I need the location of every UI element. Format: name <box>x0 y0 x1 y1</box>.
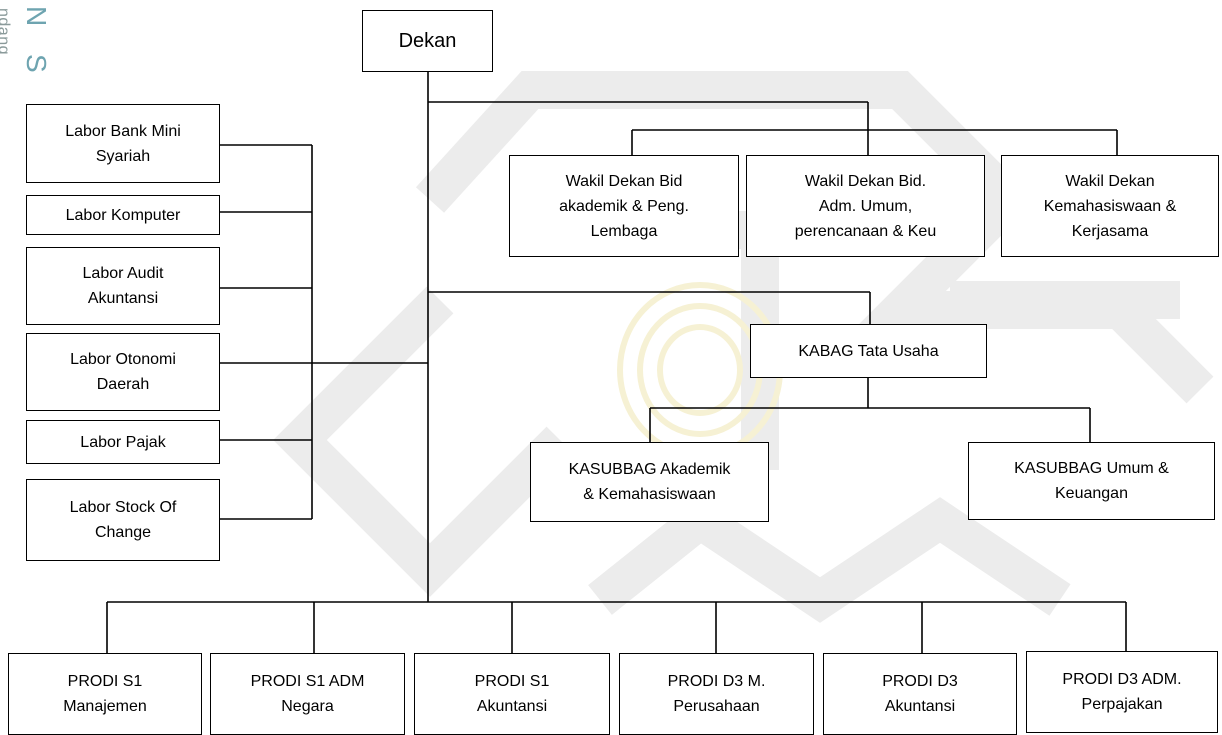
wakil-dekan-adm-umum-box: Wakil Dekan Bid. Adm. Umum, perencanaan … <box>746 155 985 257</box>
wakil-dekan-akademik-box: Wakil Dekan Bid akademik & Peng. Lembaga <box>509 155 739 257</box>
labor-audit-akuntansi-box: Labor Audit Akuntansi <box>26 247 220 325</box>
labor-komputer-box: Labor Komputer <box>26 195 220 235</box>
kasubbag-umum-keuangan-box: KASUBBAG Umum & Keuangan <box>968 442 1215 520</box>
labor-otonomi-daerah-box: Labor Otonomi Daerah <box>26 333 220 411</box>
prodi-d3-akuntansi-box: PRODI D3 Akuntansi <box>823 653 1017 735</box>
kabag-tata-usaha-box: KABAG Tata Usaha <box>750 324 987 378</box>
prodi-s1-adm-negara-box: PRODI S1 ADM Negara <box>210 653 405 735</box>
prodi-d3-adm-perpajakan-box: PRODI D3 ADM. Perpajakan <box>1026 651 1218 733</box>
prodi-d3-m-perusahaan-box: PRODI D3 M. Perusahaan <box>619 653 814 735</box>
labor-stock-of-change-box: Labor Stock Of Change <box>26 479 220 561</box>
dekan-box: Dekan <box>362 10 493 72</box>
edge-watermark-text: ndang <box>0 8 12 55</box>
wakil-dekan-kemahasiswaan-box: Wakil Dekan Kemahasiswaan & Kerjasama <box>1001 155 1219 257</box>
kasubbag-akademik-box: KASUBBAG Akademik & Kemahasiswaan <box>530 442 769 522</box>
labor-pajak-box: Labor Pajak <box>26 420 220 464</box>
prodi-s1-manajemen-box: PRODI S1 Manajemen <box>8 653 202 735</box>
edge-watermark-letters: N S <box>21 6 52 83</box>
prodi-s1-akuntansi-box: PRODI S1 Akuntansi <box>414 653 610 735</box>
labor-bank-mini-syariah-box: Labor Bank Mini Syariah <box>26 104 220 183</box>
